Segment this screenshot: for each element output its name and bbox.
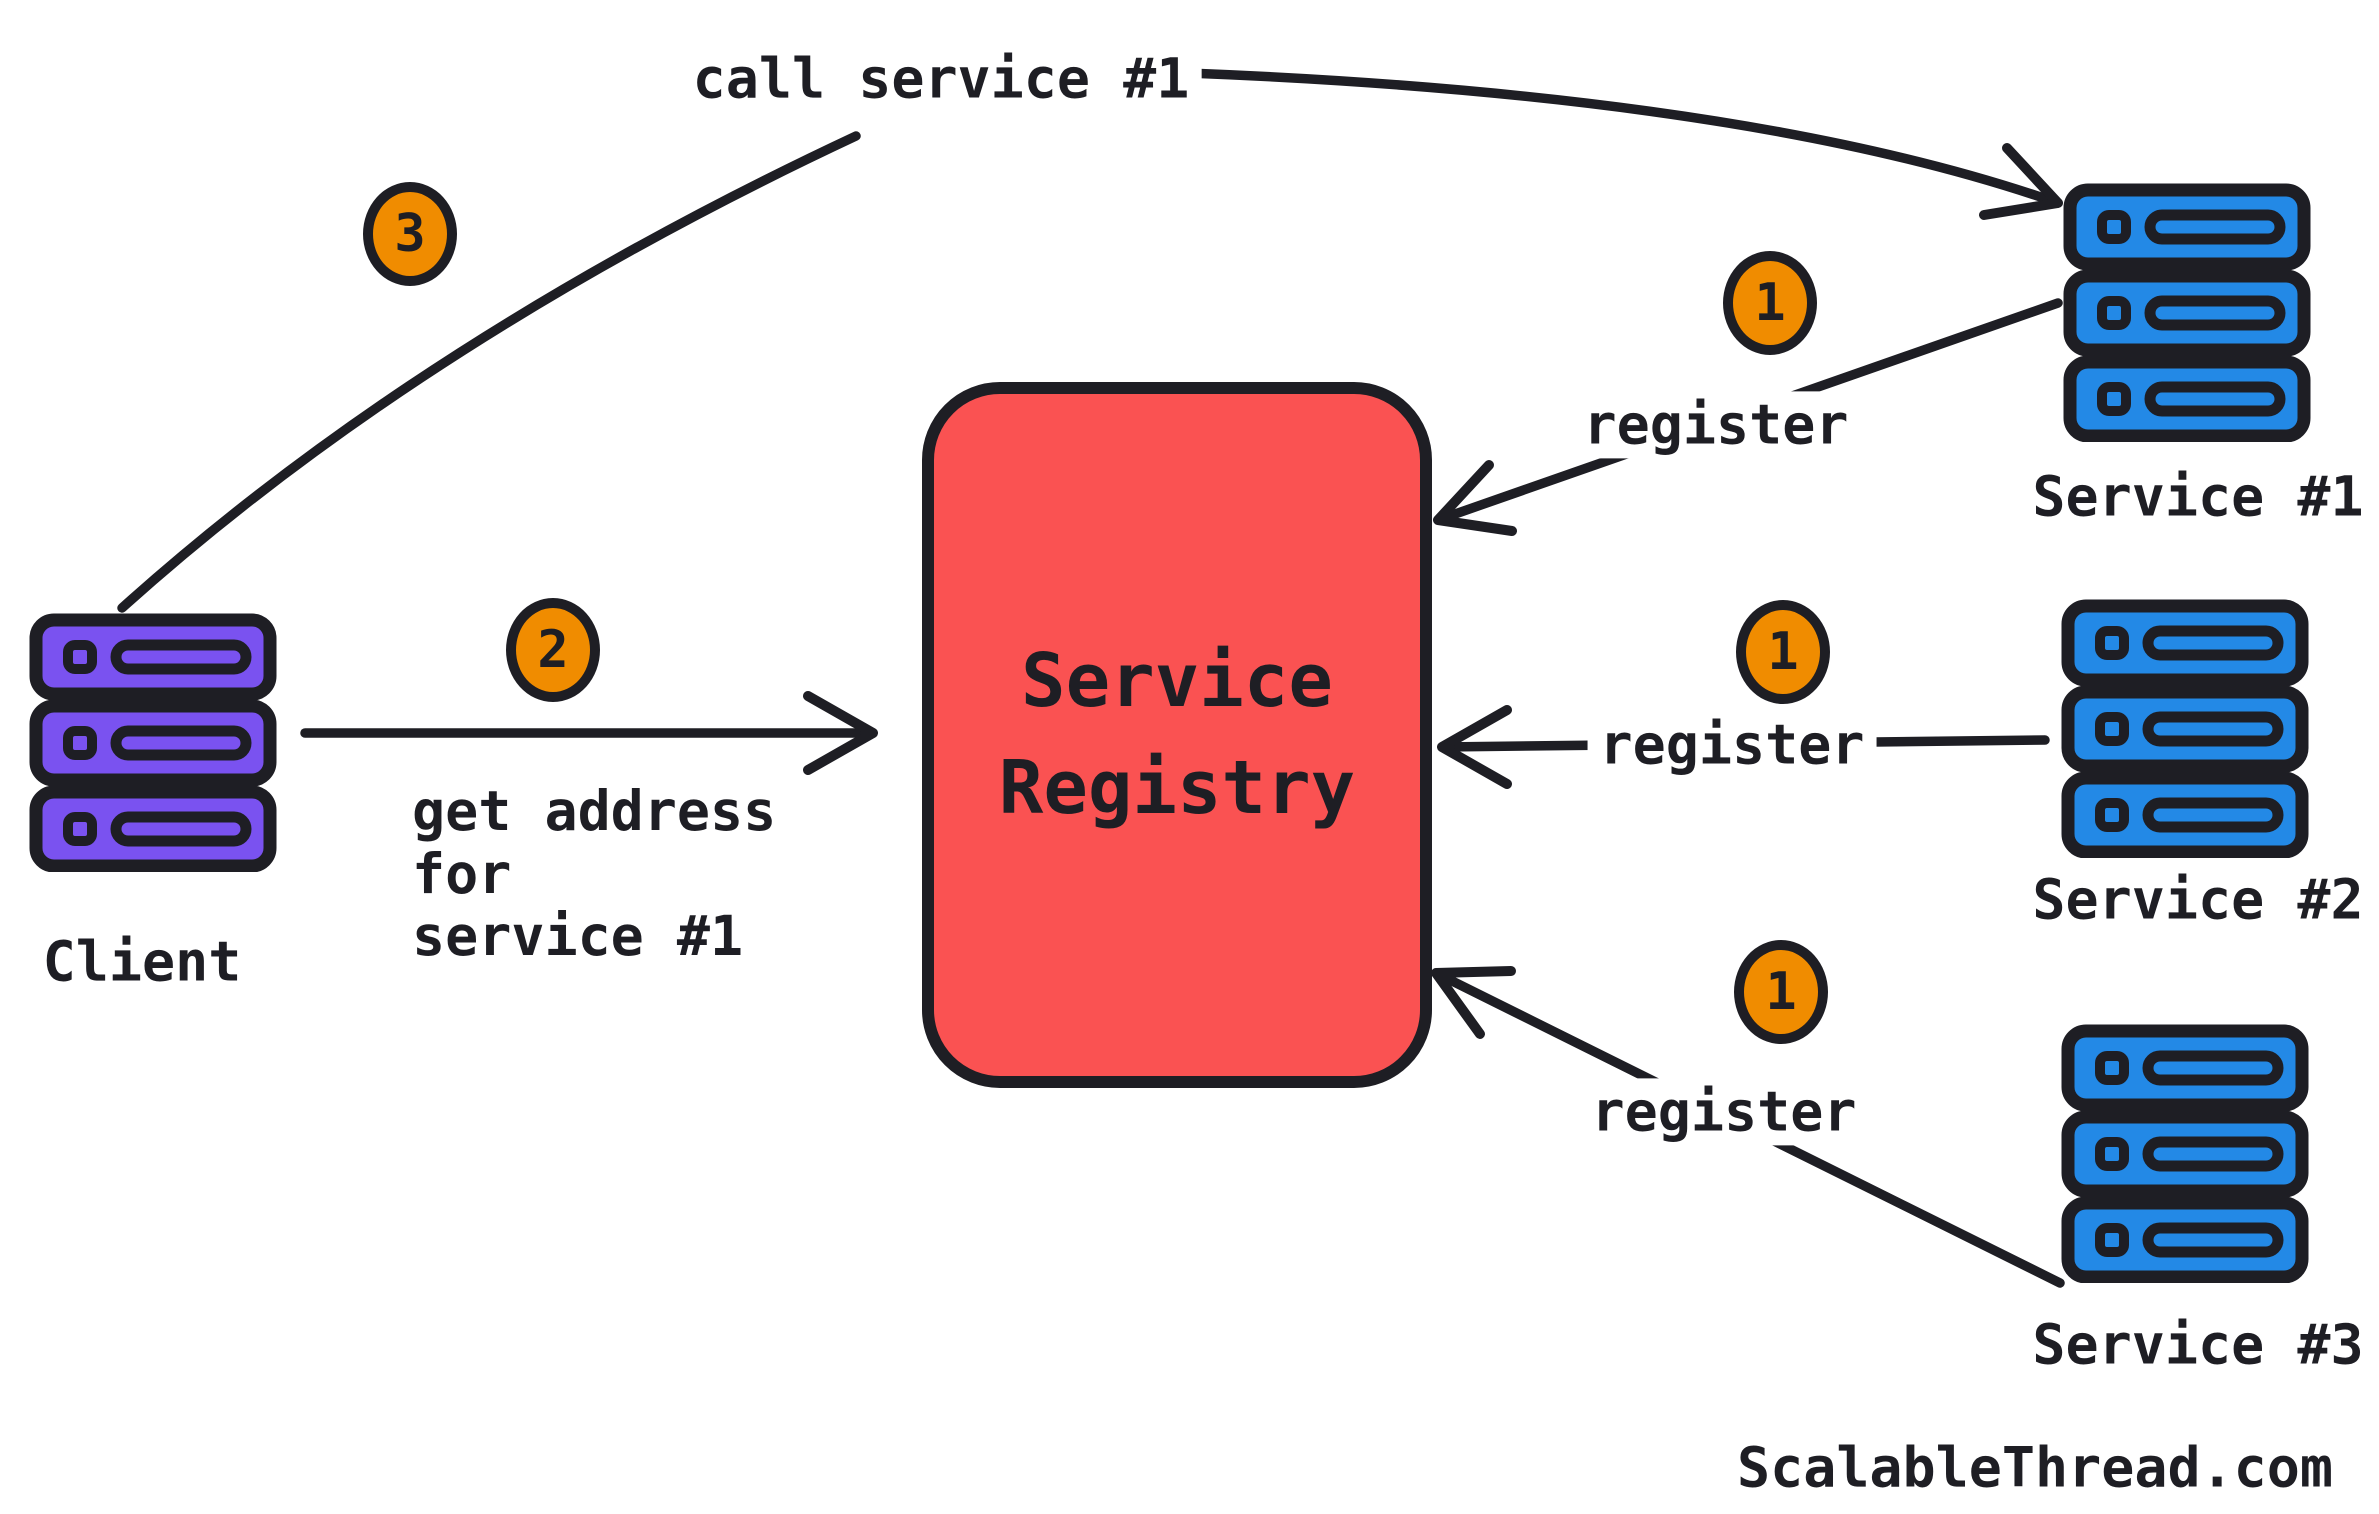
client-server-icon xyxy=(29,613,277,872)
register2-arrowhead xyxy=(1437,705,1512,789)
step1-badge-service1: 1 xyxy=(1723,251,1817,355)
client-label: Client xyxy=(42,929,242,994)
step2-badge: 2 xyxy=(506,598,600,702)
get-address-arrowhead xyxy=(803,691,878,775)
step3-badge: 3 xyxy=(363,182,457,286)
service1-server-icon xyxy=(2063,183,2311,442)
service1-label: Service #1 xyxy=(2032,464,2364,529)
service-registry-box: Service Registry xyxy=(922,382,1432,1088)
service2-server-icon xyxy=(2061,599,2309,858)
register3-arrowhead xyxy=(1431,966,1516,1039)
call-service-arrowhead xyxy=(1979,143,2063,220)
service-registry-title: Service Registry xyxy=(998,637,1356,831)
register1-arrowhead xyxy=(1433,460,1517,536)
call-service-label: call service #1 xyxy=(680,45,1202,113)
service2-label: Service #2 xyxy=(2032,867,2364,932)
register3-label: register xyxy=(1579,1078,1869,1146)
register2-label: register xyxy=(1587,711,1877,779)
step1-badge-service3: 1 xyxy=(1734,940,1828,1044)
service3-label: Service #3 xyxy=(2032,1312,2364,1377)
footer-site-label: ScalableThread.com xyxy=(1736,1435,2334,1500)
register1-label: register xyxy=(1571,391,1861,459)
call-service-curve-left xyxy=(117,131,861,613)
call-service-curve-right xyxy=(1183,68,2063,208)
service3-server-icon xyxy=(2061,1024,2309,1283)
get-address-label: get address for service #1 xyxy=(412,779,777,969)
step1-badge-service2: 1 xyxy=(1736,600,1830,704)
